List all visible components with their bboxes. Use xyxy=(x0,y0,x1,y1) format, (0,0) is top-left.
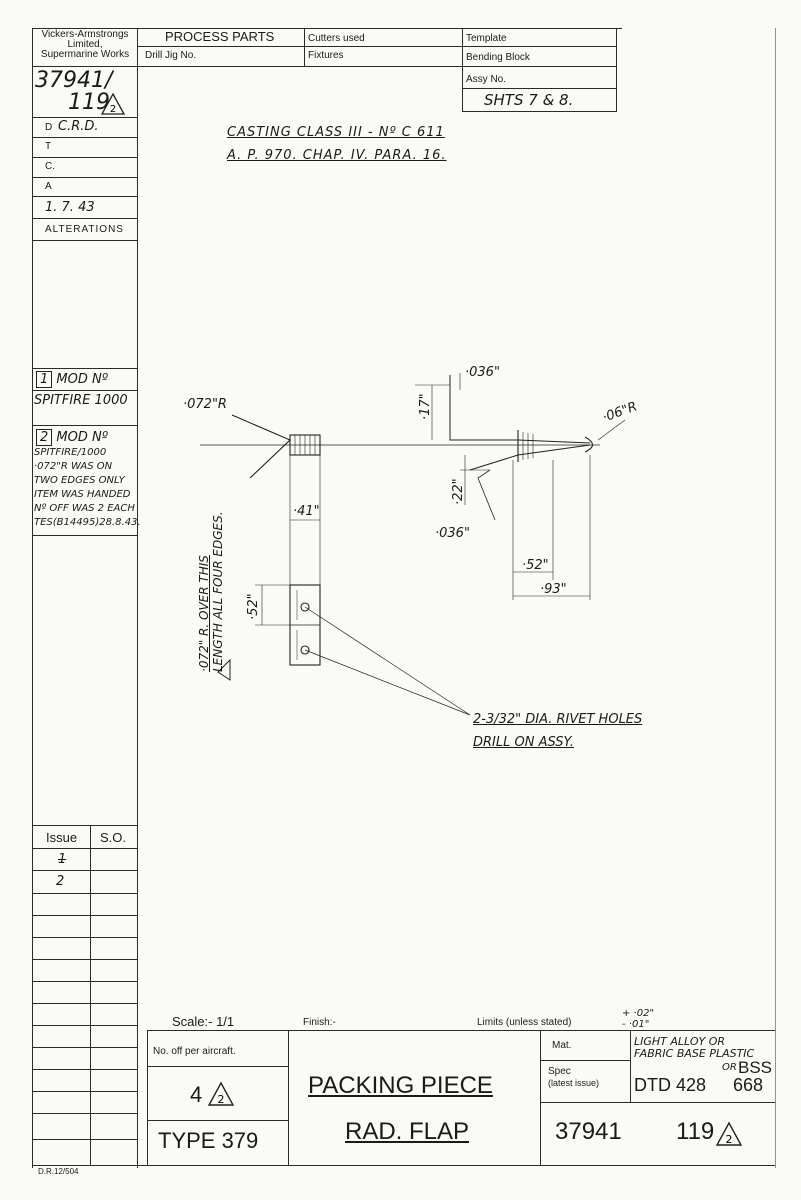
top-border xyxy=(32,28,622,29)
edge-radius-note: ·072" R. OVER THIS LENGTH ALL FOUR EDGES… xyxy=(197,511,225,672)
rivet-holes-note: 2-3/32" DIA. RIVET HOLES xyxy=(473,712,643,727)
dim-41: ·41" xyxy=(293,504,320,519)
rivet-hole-2 xyxy=(300,645,310,655)
bss-number: 668 xyxy=(733,1075,764,1095)
left-panel-divider xyxy=(137,28,138,1168)
part-title-line1: PACKING PIECE xyxy=(308,1072,493,1099)
qty-revision-triangle-icon: 2 xyxy=(207,1081,235,1106)
nose-radius xyxy=(584,436,594,453)
revision-triangle-icon: 2 xyxy=(100,92,126,115)
ap-note: A. P. 970. CHAP. IV. PARA. 16. xyxy=(227,148,447,163)
or-label: OR xyxy=(722,1062,737,1073)
bending-block-label: Bending Block xyxy=(466,52,530,63)
assy-no-label: Assy No. xyxy=(466,74,507,85)
dim-93: ·93" xyxy=(540,582,567,597)
header-row-line-4 xyxy=(462,111,616,112)
issue-header: Issue xyxy=(46,830,78,845)
spec-label: Spec xyxy=(548,1066,571,1077)
bss-label: BSS xyxy=(738,1058,773,1077)
signoff-a-label: A xyxy=(45,181,52,192)
signoff-d-value: C.R.D. xyxy=(58,119,99,134)
limits-plus: + ·02" xyxy=(622,1008,655,1019)
process-parts-label: PROCESS PARTS xyxy=(165,29,275,44)
date-value: 1. 7. 43 xyxy=(45,200,95,215)
issue-row-1: 1 xyxy=(58,852,67,867)
signoff-c-label: C. xyxy=(45,161,55,172)
svg-text:2: 2 xyxy=(110,104,116,115)
scale-label: Scale:- 1/1 xyxy=(172,1014,235,1029)
header-divider-3 xyxy=(616,28,617,112)
header-row-line-3 xyxy=(462,88,616,89)
latest-issue-label: (latest issue) xyxy=(548,1078,600,1088)
item-number: 119 xyxy=(676,1118,715,1145)
cutters-used-label: Cutters used xyxy=(308,33,365,44)
dim-17: ·17" xyxy=(418,393,433,420)
drill-on-assy-note: DRILL ON ASSY. xyxy=(473,735,574,750)
header-row-line-1 xyxy=(137,46,616,47)
mod2-text: SPITFIRE/1000 ·072"R WAS ON TWO EDGES ON… xyxy=(34,447,141,528)
aircraft-type: TYPE 379 xyxy=(158,1128,259,1153)
finish-label: Finish:- xyxy=(303,1017,336,1028)
signoff-d-label: D xyxy=(45,122,53,133)
dtd-spec: DTD 428 xyxy=(634,1075,707,1095)
dim-52-horizontal: ·52" xyxy=(522,558,549,573)
quantity-value: 4 xyxy=(190,1082,203,1107)
limits-label: Limits (unless stated) xyxy=(477,1017,572,1028)
title-block-top xyxy=(147,1030,775,1031)
mod2-header: 2 MOD Nº xyxy=(36,429,108,446)
fixtures-label: Fixtures xyxy=(308,50,344,61)
part-number: 37941 xyxy=(555,1118,622,1145)
header-divider-2 xyxy=(462,28,463,112)
dim-22: ·22" xyxy=(451,478,466,505)
header-divider-1 xyxy=(304,28,305,66)
left-border xyxy=(32,28,33,1168)
radius-leader xyxy=(231,414,291,479)
mod1-header: 1 MOD Nº xyxy=(36,371,108,388)
mod1-text: SPITFIRE 1000 xyxy=(34,393,128,408)
header-row-line-2 xyxy=(137,66,616,67)
template-label: Template xyxy=(466,33,507,44)
mat-label: Mat. xyxy=(552,1040,572,1051)
material-line1: LIGHT ALLOY OR xyxy=(634,1035,726,1048)
dim-072r: ·072"R xyxy=(183,397,227,412)
so-header: S.O. xyxy=(100,830,127,845)
sheets-value: SHTS 7 & 8. xyxy=(484,91,574,109)
form-number: D.R.12/504 xyxy=(38,1167,79,1176)
svg-text:2: 2 xyxy=(218,1093,225,1106)
dim-036-bottom: ·036" xyxy=(435,526,470,541)
casting-note: CASTING CLASS III - Nº C 611 xyxy=(227,125,445,140)
item-revision-triangle-icon: 2 xyxy=(715,1121,743,1146)
right-border xyxy=(775,28,776,1168)
dim-036-top: ·036" xyxy=(465,365,500,380)
drill-jig-label: Drill Jig No. xyxy=(145,50,197,61)
alterations-label: ALTERATIONS xyxy=(45,224,124,235)
limits-minus: - ·01" xyxy=(622,1019,650,1030)
material-line2: FABRIC BASE PLASTIC xyxy=(634,1047,755,1060)
bottom-border xyxy=(32,1165,775,1166)
company-name: Vickers-Armstrongs Limited, Supermarine … xyxy=(40,29,130,60)
dim-52-vertical: ·52" xyxy=(246,593,261,620)
part-title-line2: RAD. FLAP xyxy=(345,1118,470,1145)
issue-row-2: 2 xyxy=(56,874,65,889)
drawing-number-top: 37941/ xyxy=(35,68,113,93)
signoff-t-label: T xyxy=(45,141,52,152)
svg-text:2: 2 xyxy=(726,1133,733,1146)
rivet-hole-1 xyxy=(300,602,310,612)
no-off-label: No. off per aircraft. xyxy=(153,1046,236,1057)
